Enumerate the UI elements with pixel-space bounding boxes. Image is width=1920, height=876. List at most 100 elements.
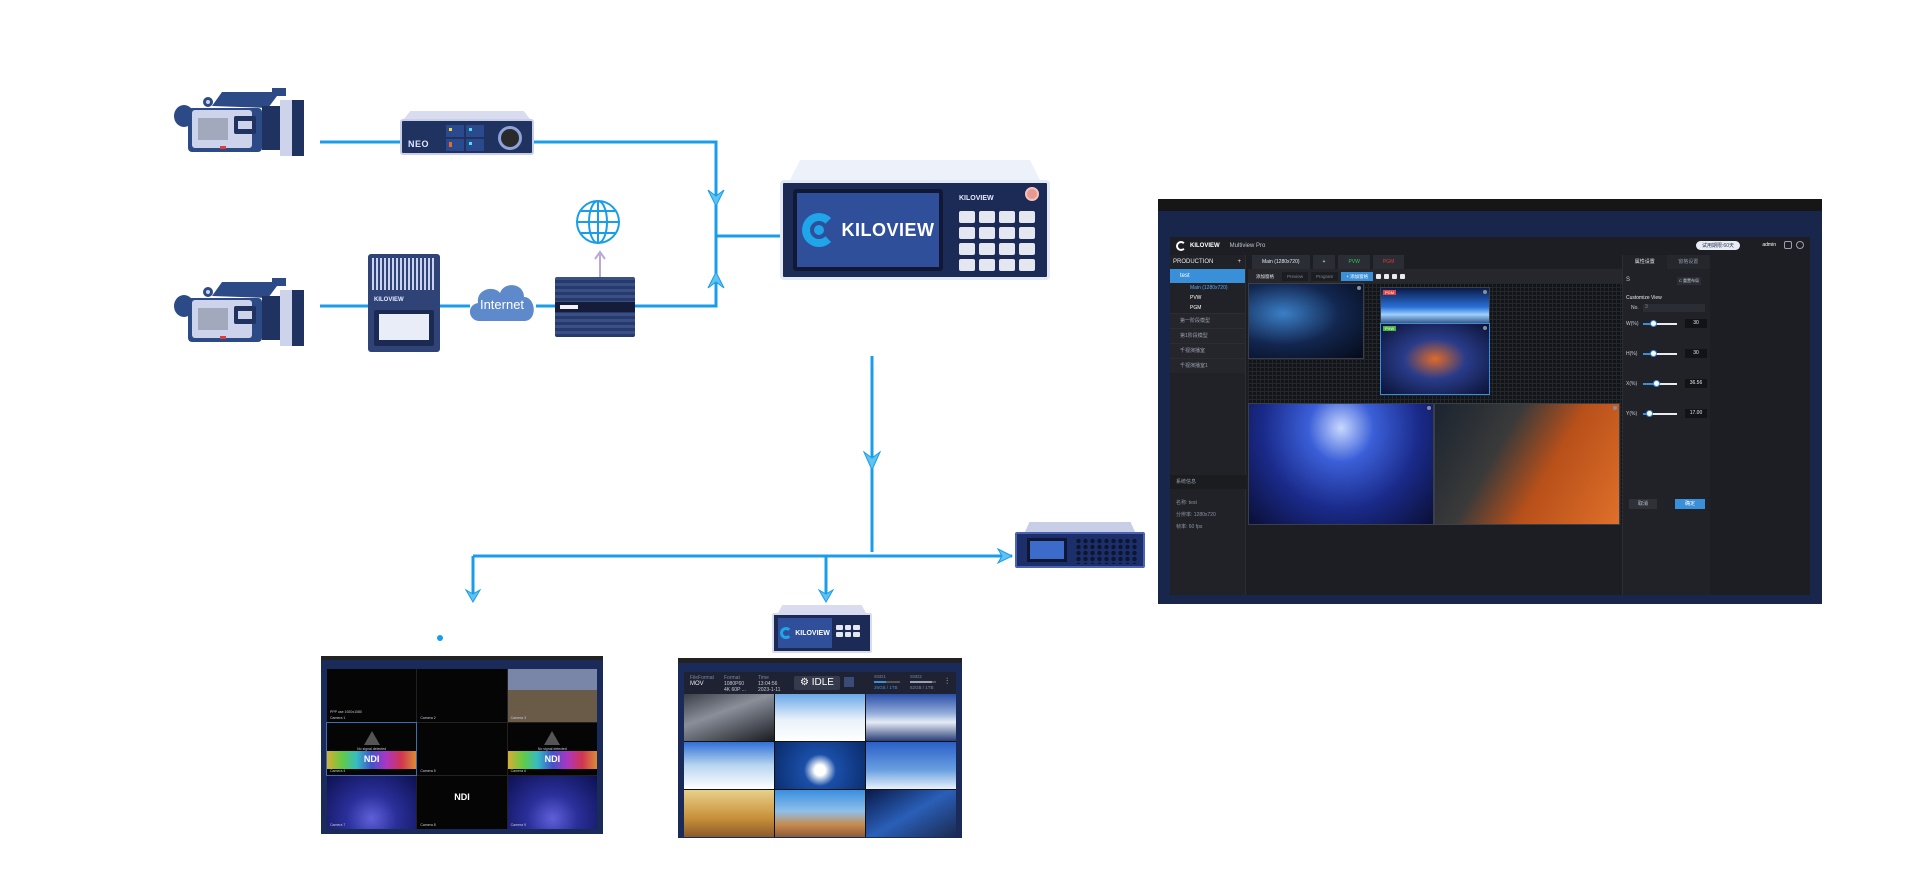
- router-device: [555, 277, 635, 337]
- info-resolution: 分辨率: 1280x720: [1176, 512, 1216, 518]
- app-name: Multiview Pro: [1229, 243, 1266, 249]
- width-slider[interactable]: [1643, 320, 1677, 327]
- height-slider[interactable]: [1643, 350, 1677, 357]
- ndi-multiview-monitor: PPP use 1920x1080 Camera 1 Camera 2 Came…: [321, 656, 603, 834]
- ssd1-value: 26GB / 1TB: [874, 685, 898, 690]
- trial-badge: 试用期限:60天: [1696, 241, 1740, 250]
- tab-add[interactable]: +: [1312, 255, 1336, 269]
- thumbnail-runners: [775, 790, 865, 837]
- production-sidebar: PRODUCTION+ test Main (1280x720) PVW PGM…: [1170, 255, 1246, 595]
- arrow-right-server: [996, 547, 1014, 565]
- sidebar-group[interactable]: 第一阶段模型: [1170, 313, 1245, 328]
- preview-button[interactable]: Preview: [1282, 271, 1309, 281]
- cancel-button[interactable]: 取消: [1629, 499, 1657, 509]
- tab-main[interactable]: Main (1280x720): [1252, 255, 1310, 269]
- layer-backward-icon[interactable]: [1392, 273, 1398, 279]
- confirm-button[interactable]: 确定: [1675, 499, 1705, 509]
- kiloview-brand: KILOVIEW: [795, 629, 830, 637]
- file-format-value: MOV: [690, 681, 704, 687]
- arrow-down-center: [862, 450, 882, 472]
- sidebar-group[interactable]: 第1阶段模型: [1170, 328, 1245, 343]
- y-value-input[interactable]: 17.00: [1685, 409, 1707, 418]
- recorder-status-bar: FileFormat MOV Format 1080P60 4K 60P ...…: [684, 672, 956, 694]
- sidebar-group[interactable]: 千视演播室: [1170, 343, 1245, 358]
- camera-icon: [174, 278, 304, 346]
- kiloview-logo-icon: [1176, 241, 1186, 251]
- status-idle-button[interactable]: ⚙ IDLE: [794, 676, 840, 690]
- video-tile-pvw[interactable]: PVW: [1380, 323, 1490, 395]
- power-knob-icon: [1025, 187, 1039, 201]
- grid-toggle-icon[interactable]: [844, 677, 854, 687]
- date-value: 2023-1-11: [758, 687, 781, 693]
- cell-caption: Camera 7: [330, 823, 346, 827]
- cell-caption: Camera 3: [510, 715, 527, 720]
- monitor-cell: NDI Camera 8: [417, 776, 507, 829]
- video-tile[interactable]: [1248, 283, 1364, 359]
- format-value: 1080P60: [724, 681, 745, 687]
- mixer-settings-icon[interactable]: ⫶: [946, 676, 949, 686]
- ndi-logo: NDI: [454, 792, 470, 803]
- layer-back-icon[interactable]: [1400, 273, 1406, 279]
- x-value-input[interactable]: 36.56: [1685, 379, 1707, 388]
- sidebar-item-test[interactable]: test: [1170, 269, 1245, 283]
- video-tile[interactable]: [1434, 403, 1620, 525]
- recorder-monitor: FileFormat MOV Format 1080P60 4K 60P ...…: [678, 658, 962, 838]
- monitor-cell: PPP use 1920x1080 Camera 1: [327, 669, 417, 722]
- program-button[interactable]: Program: [1311, 271, 1339, 281]
- arrow-down-recorder: [817, 588, 835, 603]
- add-production-button[interactable]: +: [1237, 259, 1241, 265]
- format-value-2: 4K 60P ...: [724, 687, 746, 693]
- y-slider[interactable]: [1643, 410, 1677, 417]
- settings-icon[interactable]: [1796, 241, 1804, 249]
- layer-front-icon[interactable]: [1376, 273, 1382, 279]
- thumbnail-ski-jump: [684, 742, 774, 789]
- sidebar-subitem-pgm[interactable]: PGM: [1190, 305, 1202, 311]
- view-tabs: Main (1280x720) + PVW PGM: [1252, 255, 1405, 269]
- encoder-knob: [498, 126, 522, 150]
- sidebar-subitem-pvw[interactable]: PVW: [1190, 295, 1202, 301]
- cell-caption: Camera 9: [510, 823, 527, 827]
- no-input[interactable]: 3: [1643, 304, 1705, 312]
- width-value-input[interactable]: 30: [1685, 319, 1707, 328]
- tab-properties[interactable]: 属性设置: [1634, 259, 1655, 265]
- sidebar-subitem-main[interactable]: Main (1280x720): [1190, 285, 1228, 291]
- reset-layout-button[interactable]: C 重置布局: [1677, 277, 1701, 285]
- warning-icon: [363, 730, 380, 745]
- cell-caption: Camera 8: [420, 823, 436, 827]
- keypad: [959, 211, 1035, 271]
- document-icon[interactable]: [1784, 241, 1792, 249]
- cloud-icon: [469, 285, 534, 321]
- pvw-badge: PVW: [1383, 326, 1397, 331]
- monitor-cell: Camera 5: [417, 722, 507, 776]
- tab-pane-settings[interactable]: 窗格设置: [1666, 255, 1710, 269]
- toolbar-label: 添加窗格: [1256, 273, 1274, 279]
- layout-canvas[interactable]: PGM PVW: [1248, 283, 1622, 525]
- video-tile[interactable]: [1248, 403, 1434, 525]
- thumbnail-earth: [866, 790, 956, 837]
- ssd2-status: SSD2 82GB / 1TB: [910, 674, 936, 690]
- thumbnail-antelope: [684, 790, 774, 837]
- neo-encoder-device: NEO: [400, 111, 534, 155]
- tab-pgm[interactable]: PGM: [1372, 255, 1405, 269]
- sidebar-group[interactable]: 千视演播室1: [1170, 358, 1245, 373]
- warning-icon: [544, 730, 561, 745]
- video-tile-pgm[interactable]: PGM: [1380, 287, 1490, 327]
- monitor-cell: No signal detected NDI Camera 6: [507, 722, 597, 776]
- ssd2-value: 82GB / 1TB: [910, 685, 934, 690]
- tab-pvw[interactable]: PVW: [1338, 255, 1370, 269]
- cell-caption: Camera 4: [330, 769, 346, 774]
- camera-icon: [174, 88, 304, 156]
- rack-server-device: [1015, 522, 1145, 572]
- layer-forward-icon[interactable]: [1384, 273, 1390, 279]
- thumbnail-mixing-console: [684, 694, 774, 741]
- user-menu[interactable]: admin: [1762, 242, 1776, 248]
- add-pane-button[interactable]: + 添加窗格: [1341, 271, 1374, 281]
- neo-logo: NEO: [408, 139, 430, 149]
- cell-caption: Camera 1: [330, 715, 346, 720]
- info-framerate: 帧率: 60 fps: [1176, 524, 1203, 530]
- height-label: H(%): [1626, 351, 1638, 357]
- file-format-label: FileFormat: [690, 675, 714, 681]
- x-slider[interactable]: [1643, 380, 1677, 387]
- height-value-input[interactable]: 30: [1685, 349, 1707, 358]
- arrow-down-upper: [707, 189, 725, 208]
